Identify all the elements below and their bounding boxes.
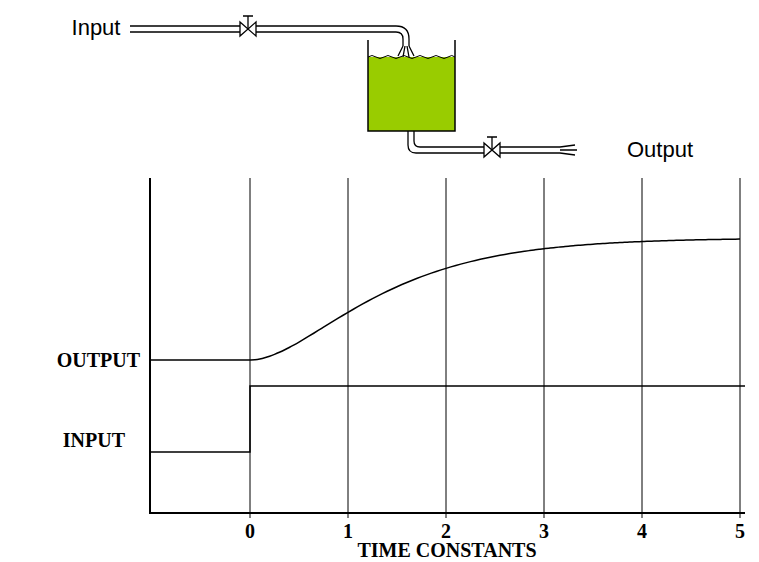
response-curves: [150, 239, 745, 452]
axis-level-label: INPUT: [63, 430, 125, 450]
liquid-surface: [368, 56, 455, 59]
chart-frame: [150, 178, 745, 518]
outlet-label: Output: [627, 139, 693, 161]
tick-label: 0: [245, 521, 255, 541]
input-step: [150, 386, 745, 452]
tick-label: 2: [441, 521, 451, 541]
tank-illustration: [130, 16, 577, 157]
pipe-lower-wall: [130, 32, 403, 46]
tank-wall: [368, 40, 455, 131]
tick-label: 3: [539, 521, 549, 541]
valve-symbol: [240, 16, 256, 36]
outlet-nozzle: [560, 145, 577, 155]
tick-label: 4: [637, 521, 647, 541]
axis-level-label: OUTPUT: [57, 350, 140, 370]
inlet-label: Input: [72, 17, 121, 39]
pipe-upper-wall: [130, 26, 409, 46]
tick-label: 5: [735, 521, 745, 541]
axis-title: TIME CONSTANTS: [357, 540, 536, 560]
output-response: [150, 239, 740, 360]
tick-label: 1: [343, 521, 353, 541]
liquid: [368, 57, 455, 131]
grid-lines: [250, 178, 740, 518]
outlet-pipe-wall: [414, 131, 560, 147]
axes: [150, 178, 745, 513]
valve-symbol: [484, 137, 500, 157]
